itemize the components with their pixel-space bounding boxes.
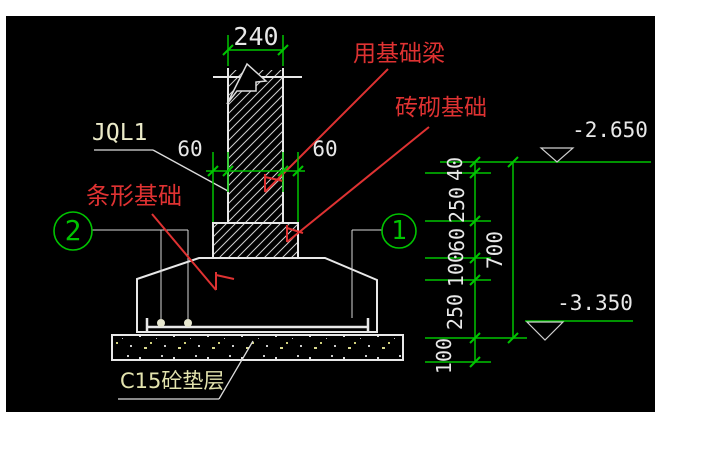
- dim-offset-right: 60: [312, 137, 338, 161]
- elevation-symbol-upper: [539, 147, 575, 163]
- strip-foundation-note: 条形基础: [86, 182, 182, 210]
- brick-foundation-note: 砖砌基础: [395, 95, 487, 121]
- detail-bubble-left-number: 2: [64, 214, 82, 247]
- bubble-right-leader: [351, 229, 382, 318]
- rebar-dot: [184, 319, 192, 327]
- strip-note-leader: [151, 213, 235, 291]
- detail-bubble-right-number: 1: [391, 216, 407, 246]
- jql1-leader: [94, 149, 229, 192]
- elevation-symbol-lower: [525, 321, 565, 341]
- offset-dimension: [206, 152, 305, 222]
- bedding-layer: [111, 334, 404, 361]
- bubble-left-leader: [92, 229, 189, 319]
- elevation-upper-value: -2.650: [572, 118, 648, 142]
- top-width-dimension: [222, 35, 289, 66]
- dim-wall-width: 240: [233, 22, 279, 51]
- elevation-lower-value: -3.350: [557, 291, 633, 315]
- wall-break-arrow: [226, 62, 268, 105]
- bedding-label-leader: [118, 340, 254, 400]
- beam-tag-label: JQL1: [92, 120, 148, 146]
- brick-foundation-block: [212, 222, 299, 259]
- bottom-rebar: [145, 318, 370, 331]
- brick-note-leader: [286, 126, 430, 243]
- dimension-ticks: [469, 156, 519, 368]
- detail-bubble-left: [53, 211, 93, 251]
- strip-footing-outline: [136, 257, 378, 333]
- wall-hatch: [228, 70, 283, 223]
- detail-bubble-right: [381, 213, 417, 249]
- rebar-dot: [157, 319, 165, 327]
- dim-offset-left: 60: [177, 137, 203, 161]
- beam-usage-note: 用基础梁: [353, 41, 445, 67]
- dim-overall-height: 700: [483, 231, 507, 269]
- bedding-label: C15砼垫层: [120, 369, 225, 393]
- right-dimension-chain: [425, 156, 651, 368]
- dim-chain-100b: 100: [432, 337, 456, 375]
